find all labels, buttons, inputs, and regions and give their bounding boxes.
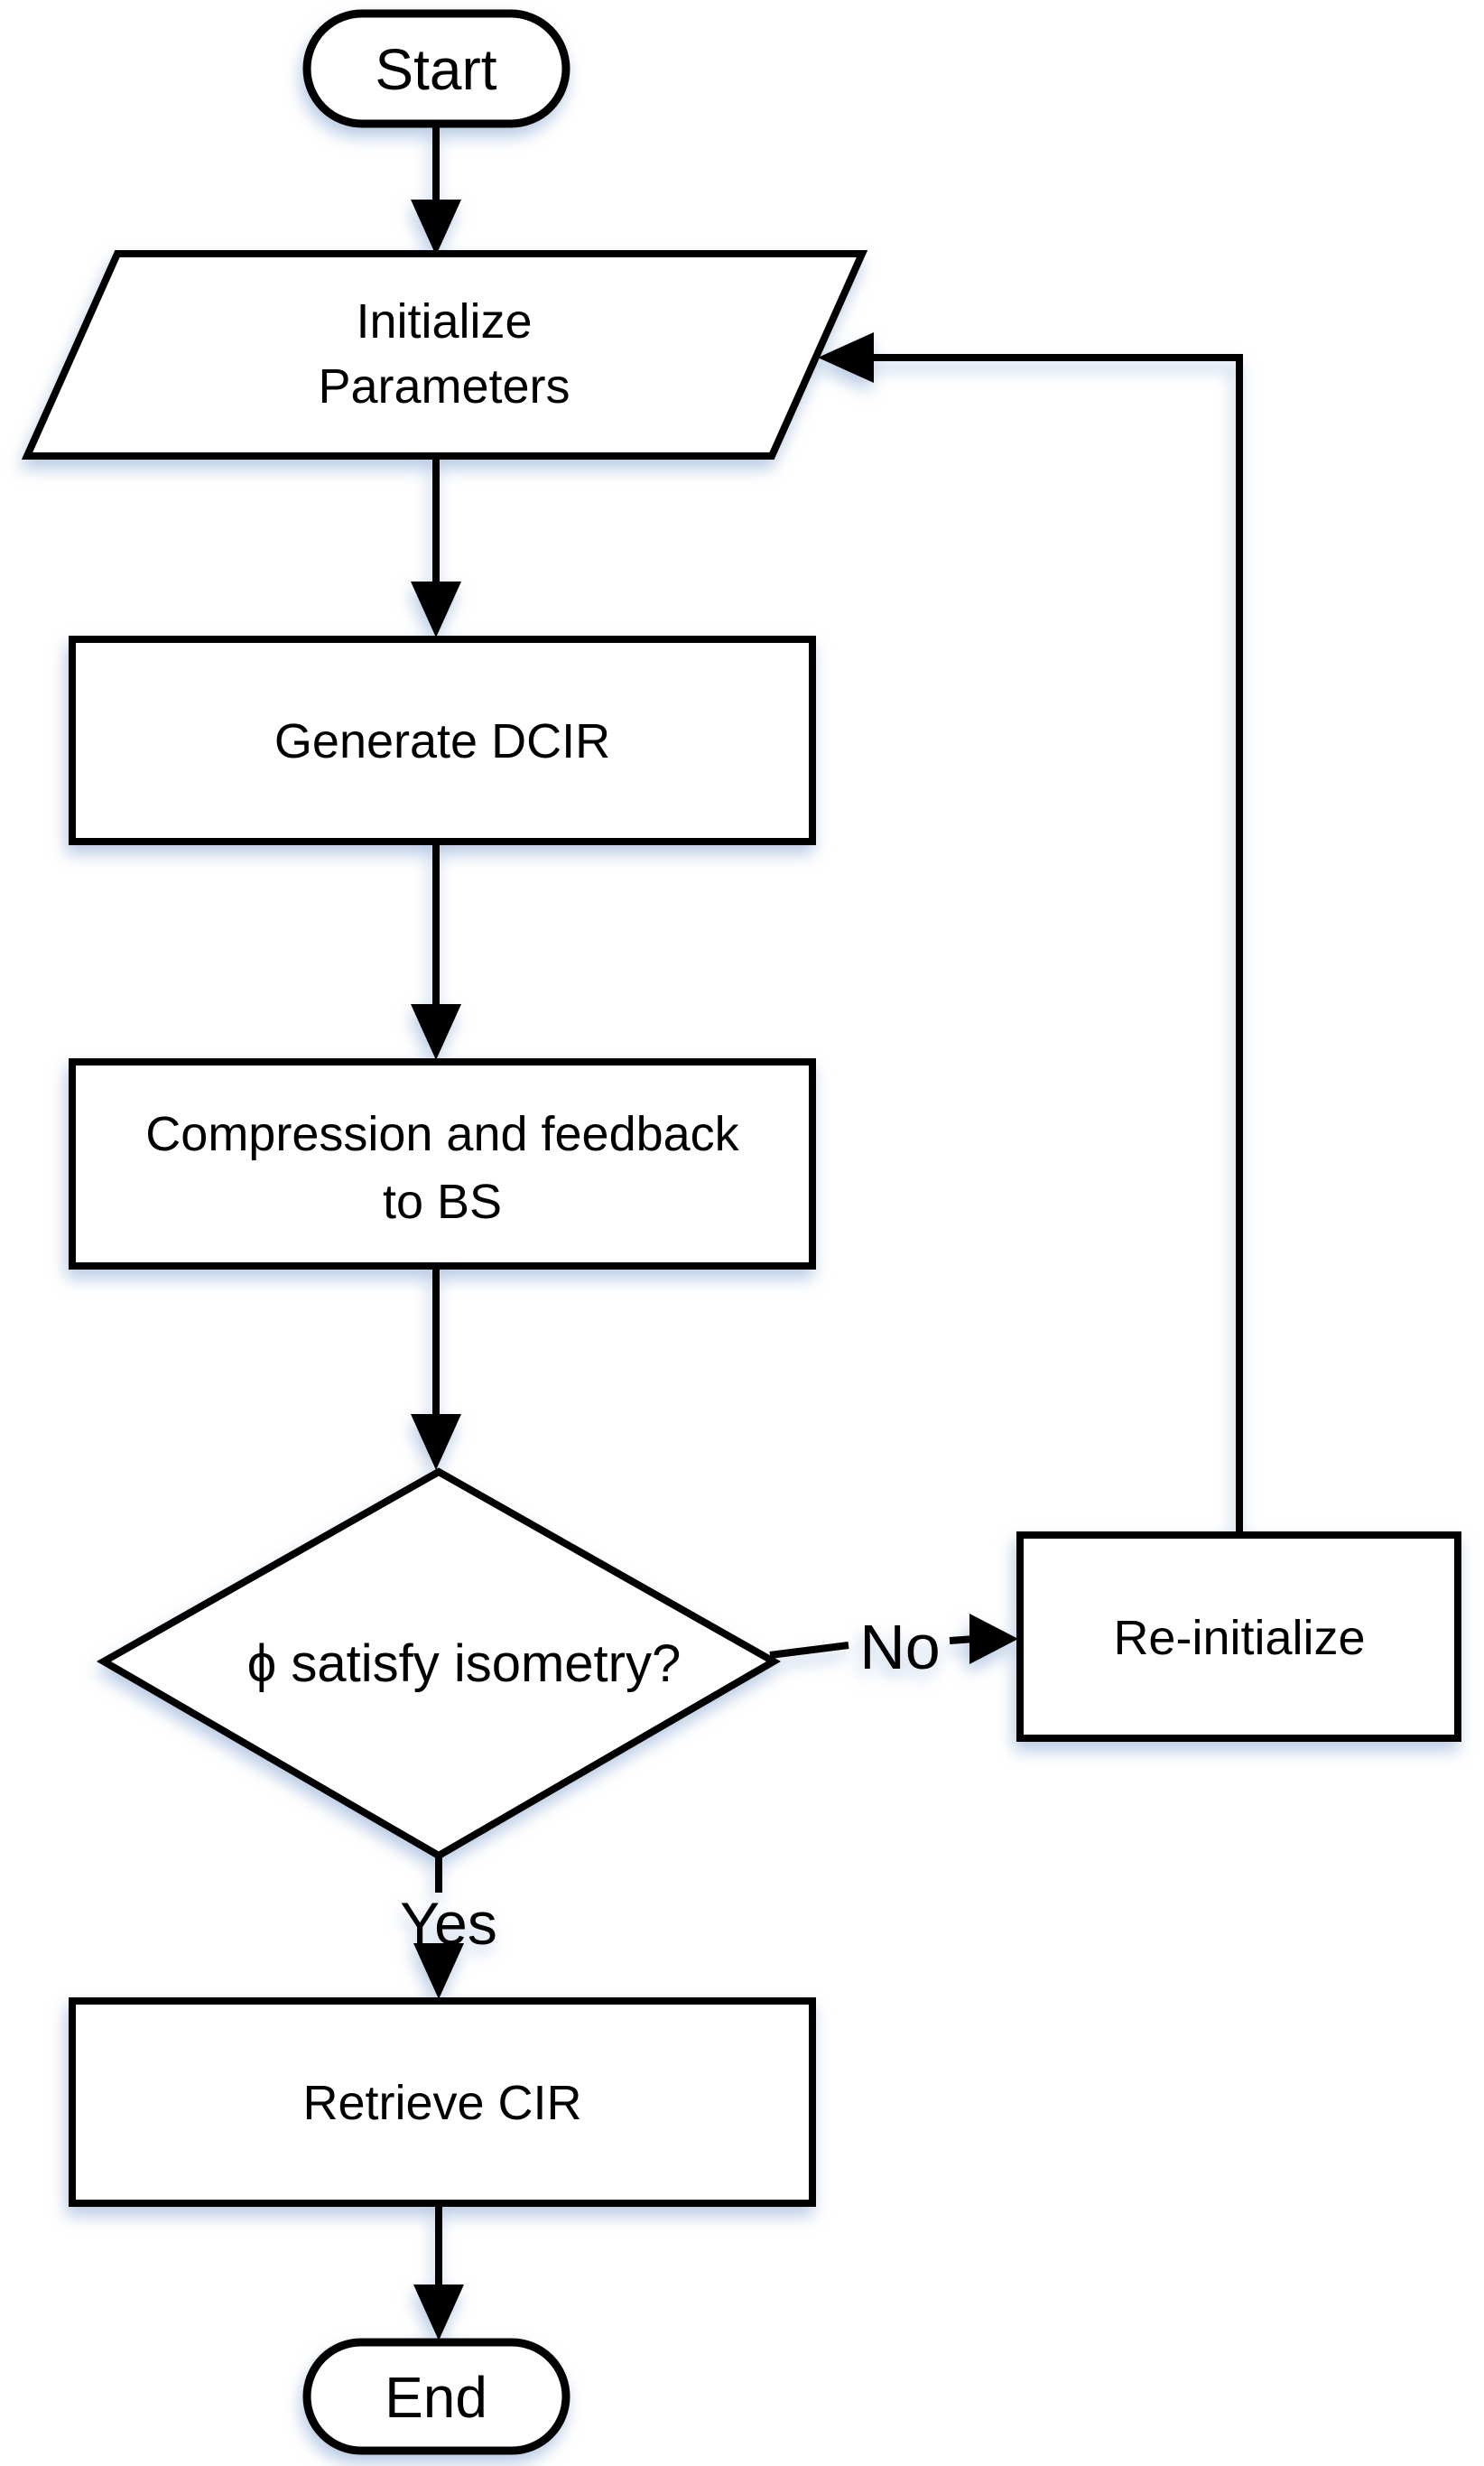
flowchart-art: Start Initialize Parameters Generate DCI… — [21, 9, 1461, 2455]
edge-decision-to-no-label — [769, 1642, 849, 1659]
isometry-decision-label: ϕ satisfy isometry? — [247, 1634, 681, 1693]
arrowhead-into-generate — [411, 582, 461, 637]
initialize-label-line1: Initialize — [356, 294, 532, 349]
initialize-parallelogram — [21, 250, 868, 460]
arrowhead-into-reinitialize — [969, 1614, 1018, 1664]
arrowhead-into-compression — [411, 1004, 461, 1060]
flow-connectors — [432, 124, 1243, 2289]
generate-dcir-label: Generate DCIR — [274, 714, 610, 768]
end-label: End — [385, 2365, 487, 2430]
retrieve-cir-box — [69, 1997, 816, 2207]
arrowhead-into-initialize — [411, 200, 461, 256]
yes-edge-label: Yes — [400, 1890, 497, 1957]
compression-feedback-box — [69, 1058, 816, 1270]
compression-label-line2: to BS — [383, 1175, 502, 1229]
generate-dcir-box — [69, 636, 816, 845]
arrowhead-into-retrieve — [413, 1943, 464, 1999]
reinitialize-box — [1016, 1531, 1461, 1742]
compression-label-line1: Compression and feedback — [145, 1107, 739, 1161]
initialize-label-line2: Parameters — [318, 359, 570, 414]
flow-shapes — [21, 9, 1461, 2455]
flow-arrowheads — [411, 200, 1018, 2340]
arrowhead-into-decision — [411, 1414, 461, 1470]
reinitialize-label: Re-initialize — [1113, 1611, 1365, 1665]
arrowhead-feedback-into-initialize — [818, 332, 874, 383]
retrieve-cir-label: Retrieve CIR — [302, 2076, 581, 2130]
edge-reinitialize-feedback — [870, 354, 1243, 1535]
isometry-decision-diamond — [96, 1467, 782, 1860]
start-label: Start — [375, 37, 496, 102]
flow-labels: Start Initialize Parameters Generate DCI… — [145, 37, 1365, 2430]
no-edge-label: No — [859, 1612, 940, 1682]
end-terminator — [302, 2338, 570, 2455]
arrowhead-into-end — [413, 2285, 464, 2340]
start-terminator — [302, 9, 570, 128]
